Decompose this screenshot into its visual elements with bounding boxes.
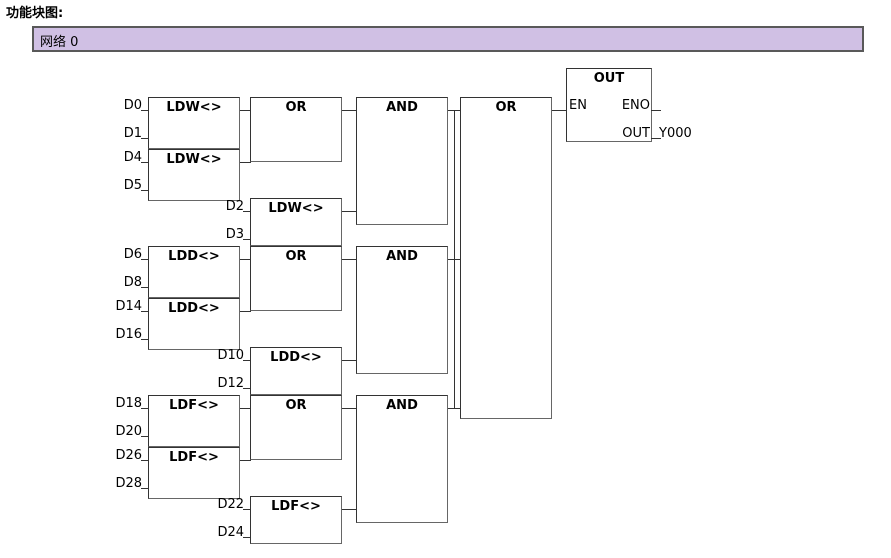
block-main-or[interactable]: OR: [460, 97, 552, 419]
wire-d28: [141, 488, 149, 489]
block-and-1[interactable]: AND: [356, 97, 448, 225]
block-out[interactable]: OUT: [566, 68, 652, 142]
wire-d14: [141, 311, 149, 312]
wire-ldf1-or3: [240, 408, 251, 409]
block-or-2[interactable]: OR: [250, 246, 342, 311]
network-label: 网络 0: [40, 35, 79, 50]
wire-d6: [141, 259, 149, 260]
block-or-2-title: OR: [285, 249, 307, 264]
pin-label-d10: D10: [217, 348, 244, 363]
page-title: 功能块图:: [6, 6, 64, 21]
pin-label-d4: D4: [123, 150, 142, 165]
wire-d8: [141, 287, 149, 288]
block-ldf-1-title: LDF<>: [169, 398, 219, 413]
block-and-3[interactable]: AND: [356, 395, 448, 523]
block-and-2[interactable]: AND: [356, 246, 448, 374]
pin-label-d1: D1: [123, 126, 142, 141]
wire-ldd2-or2: [240, 311, 251, 312]
wire-d22: [243, 509, 251, 510]
pin-label-out: OUT: [622, 126, 650, 141]
block-or-3-title: OR: [285, 398, 307, 413]
wire-d16: [141, 339, 149, 340]
block-ldd-2-title: LDD<>: [168, 301, 220, 316]
block-ldf-2-title: LDF<>: [169, 450, 219, 465]
block-ldd-3[interactable]: LDD<>: [250, 347, 342, 395]
block-ldw-2-title: LDW<>: [166, 152, 222, 167]
pin-label-d26: D26: [115, 448, 142, 463]
block-or-1-title: OR: [285, 100, 307, 115]
wire-ldw1-or1: [240, 110, 251, 111]
block-and-2-title: AND: [386, 249, 418, 264]
block-ldd-1[interactable]: LDD<>: [148, 246, 240, 298]
block-ldd-2[interactable]: LDD<>: [148, 298, 240, 350]
pin-label-d14: D14: [115, 299, 142, 314]
wire-ldd1-or2: [240, 259, 251, 260]
wire-or3-and3: [342, 408, 357, 409]
wire-d24: [243, 537, 251, 538]
block-and-3-title: AND: [386, 398, 418, 413]
pin-label-out-value: Y000: [659, 126, 692, 141]
block-ldf-1[interactable]: LDF<>: [148, 395, 240, 447]
pin-label-d16: D16: [115, 327, 142, 342]
pin-label-d8: D8: [123, 275, 142, 290]
pin-label-d20: D20: [115, 424, 142, 439]
wire-bus-mainor: [454, 110, 455, 409]
wire-mainor-en: [552, 110, 567, 111]
pin-label-d3: D3: [225, 227, 244, 242]
block-ldw-3[interactable]: LDW<>: [250, 198, 342, 246]
pin-label-d2: D2: [225, 199, 244, 214]
block-main-or-title: OR: [495, 100, 517, 115]
block-out-title: OUT: [593, 71, 625, 86]
block-ldw-2[interactable]: LDW<>: [148, 149, 240, 201]
wire-d5: [141, 190, 149, 191]
pin-label-d12: D12: [217, 376, 244, 391]
wire-or2-and2: [342, 259, 357, 260]
wire-d1: [141, 138, 149, 139]
wire-or1-and1: [342, 110, 357, 111]
pin-label-d24: D24: [217, 525, 244, 540]
fbd-canvas: LDW<> D0 D1 LDW<> D4 D5 OR LDW<> D2 D3 A…: [0, 56, 891, 558]
block-ldw-3-title: LDW<>: [268, 201, 324, 216]
wire-d4: [141, 162, 149, 163]
pin-label-en: EN: [569, 98, 587, 113]
wire-ldd3-and2: [342, 360, 357, 361]
wire-ldw2-or1: [240, 162, 251, 163]
wire-d10: [243, 360, 251, 361]
wire-d2: [243, 211, 251, 212]
pin-label-d0: D0: [123, 98, 142, 113]
block-ldf-3-title: LDF<>: [271, 499, 321, 514]
pin-label-eno: ENO: [621, 98, 650, 113]
block-or-1[interactable]: OR: [250, 97, 342, 162]
wire-out-y000: [651, 138, 661, 139]
wire-d3: [243, 239, 251, 240]
wire-eno-stub: [651, 110, 661, 111]
wire-ldf2-or3: [240, 460, 251, 461]
pin-label-d28: D28: [115, 476, 142, 491]
block-ldd-3-title: LDD<>: [270, 350, 322, 365]
network-header-bar[interactable]: 网络 0: [32, 26, 864, 52]
block-ldw-1[interactable]: LDW<>: [148, 97, 240, 149]
wire-d12: [243, 388, 251, 389]
wire-d26: [141, 460, 149, 461]
pin-label-d22: D22: [217, 497, 244, 512]
block-ldf-2[interactable]: LDF<>: [148, 447, 240, 499]
wire-d20: [141, 436, 149, 437]
block-or-3[interactable]: OR: [250, 395, 342, 460]
block-and-1-title: AND: [386, 100, 418, 115]
wire-d18: [141, 408, 149, 409]
pin-label-d5: D5: [123, 178, 142, 193]
block-ldd-1-title: LDD<>: [168, 249, 220, 264]
pin-label-d6: D6: [123, 247, 142, 262]
wire-d0: [141, 110, 149, 111]
pin-label-d18: D18: [115, 396, 142, 411]
wire-ldf3-and3: [342, 509, 357, 510]
wire-ldw3-and1: [342, 211, 357, 212]
block-ldf-3[interactable]: LDF<>: [250, 496, 342, 544]
block-ldw-1-title: LDW<>: [166, 100, 222, 115]
